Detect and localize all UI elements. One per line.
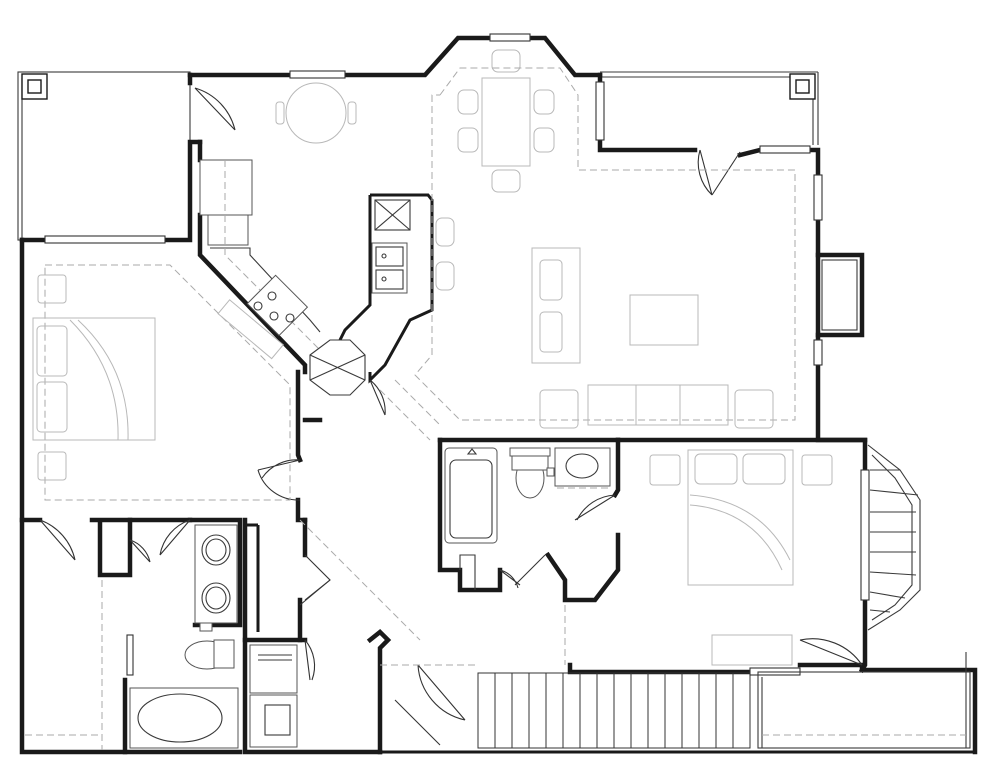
- cooktop: [246, 274, 309, 337]
- dishwasher: [374, 199, 411, 231]
- washer: [249, 694, 298, 748]
- refrigerator: [199, 159, 253, 216]
- bath-center: [444, 447, 612, 590]
- living-room: [531, 247, 774, 429]
- bedroom-left: [32, 264, 291, 501]
- bar-stool: [435, 261, 455, 291]
- oven: [207, 214, 249, 246]
- bar-stool: [435, 217, 455, 247]
- kitchen: [199, 159, 455, 396]
- bedroom-right: [649, 449, 833, 666]
- round-table: [285, 82, 347, 144]
- walls: [19, 35, 978, 755]
- dining-room: [275, 82, 357, 144]
- vanity: [194, 524, 238, 624]
- bathtub-center: [444, 447, 498, 544]
- bed: [32, 317, 156, 441]
- balcony-left: [17, 71, 191, 241]
- windows: [44, 33, 870, 676]
- laundry: [249, 644, 298, 748]
- double-sink: [371, 242, 408, 294]
- bed-right: [687, 449, 794, 586]
- dresser-right: [711, 634, 793, 666]
- dryer: [249, 644, 298, 694]
- stairs: [477, 672, 751, 749]
- coffee-table: [629, 294, 699, 346]
- bay-window: [867, 444, 921, 631]
- storage-right: [757, 652, 971, 749]
- balcony-right: [600, 71, 819, 145]
- bath-left: [25, 524, 239, 750]
- doors: [39, 87, 863, 746]
- bathtub: [129, 687, 239, 749]
- sofa: [587, 384, 729, 426]
- circulation: [299, 379, 566, 666]
- dresser: [217, 299, 284, 360]
- dining-table-group: [414, 49, 796, 421]
